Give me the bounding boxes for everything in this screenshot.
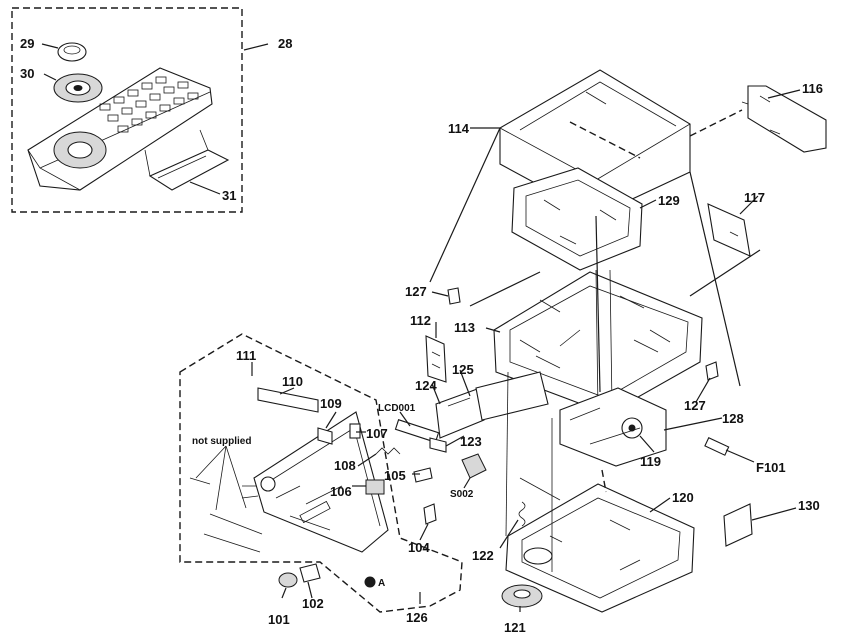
label-127a: 127 xyxy=(405,284,427,299)
front-panel-group xyxy=(179,333,463,613)
remote-control xyxy=(27,67,213,191)
fuse-f101 xyxy=(704,436,730,456)
label-112: 112 xyxy=(410,313,431,328)
battery-cover-part-31 xyxy=(144,129,230,191)
label-108: 108 xyxy=(334,458,356,473)
label-28: 28 xyxy=(278,36,292,51)
bracket-125 xyxy=(475,371,549,421)
label-105: 105 xyxy=(384,468,406,483)
label-124: 124 xyxy=(415,378,437,393)
switch-s002 xyxy=(461,453,487,479)
front-panel xyxy=(241,411,389,553)
clip-127-right xyxy=(705,361,719,381)
spring-122 xyxy=(518,501,526,527)
label-110: 110 xyxy=(282,374,303,389)
bracket-116 xyxy=(689,85,827,153)
remote-group-dashed-box xyxy=(11,7,243,213)
label-122: 122 xyxy=(472,548,494,563)
label-f101: F101 xyxy=(756,460,786,475)
label-120: 120 xyxy=(672,490,694,505)
part-104 xyxy=(423,503,437,525)
mechanism-119 xyxy=(559,387,667,467)
label-116: 116 xyxy=(802,81,823,96)
board-130 xyxy=(723,503,753,547)
label-130: 130 xyxy=(798,498,820,513)
label-107: 107 xyxy=(366,426,388,441)
dial-part-30 xyxy=(53,73,103,103)
lcd-001 xyxy=(394,419,440,443)
part-105 xyxy=(413,467,433,483)
part-106 xyxy=(365,479,385,495)
label-129: 129 xyxy=(658,193,680,208)
label-109: 109 xyxy=(320,396,342,411)
label-119: 119 xyxy=(640,454,661,469)
bracket-124 xyxy=(435,387,485,439)
part-102 xyxy=(299,563,321,583)
label-30: 30 xyxy=(20,66,34,81)
clip-109 xyxy=(317,427,333,445)
label-106: 106 xyxy=(330,484,352,499)
front-group-dashed-outline xyxy=(179,333,463,613)
bracket-112 xyxy=(425,335,447,383)
label-31: 31 xyxy=(222,188,236,203)
disc-121 xyxy=(501,584,543,608)
part-107 xyxy=(349,423,361,439)
part-123 xyxy=(429,437,447,453)
label-127b: 127 xyxy=(684,398,706,413)
label-a: A xyxy=(378,578,385,589)
label-s002: S002 xyxy=(450,489,474,500)
label-29: 29 xyxy=(20,36,34,51)
cap-part-29 xyxy=(57,42,87,62)
label-114: 114 xyxy=(448,121,470,136)
label-128: 128 xyxy=(722,411,744,426)
spring-108 xyxy=(375,447,401,455)
board-117 xyxy=(707,203,751,257)
label-123: 123 xyxy=(460,434,482,449)
remote-control-group xyxy=(11,7,269,213)
label-113: 113 xyxy=(454,320,475,335)
main-chassis-113 xyxy=(493,269,703,415)
label-125: 125 xyxy=(452,362,474,377)
label-121: 121 xyxy=(504,620,526,635)
bar-110 xyxy=(257,387,319,413)
knob-101 xyxy=(278,572,298,588)
subframe-129 xyxy=(511,167,643,271)
label-126: 126 xyxy=(406,610,428,625)
deck-120 xyxy=(505,483,695,613)
label-117: 117 xyxy=(744,190,765,205)
label-101: 101 xyxy=(268,612,290,627)
label-104: 104 xyxy=(408,540,430,555)
label-lcd001: LCD001 xyxy=(378,403,416,414)
marker-a-dot xyxy=(364,576,376,588)
label-111: 111 xyxy=(236,348,256,363)
label-not-supplied: not supplied xyxy=(192,436,251,447)
clip-127-left xyxy=(447,287,461,305)
label-102: 102 xyxy=(302,596,324,611)
